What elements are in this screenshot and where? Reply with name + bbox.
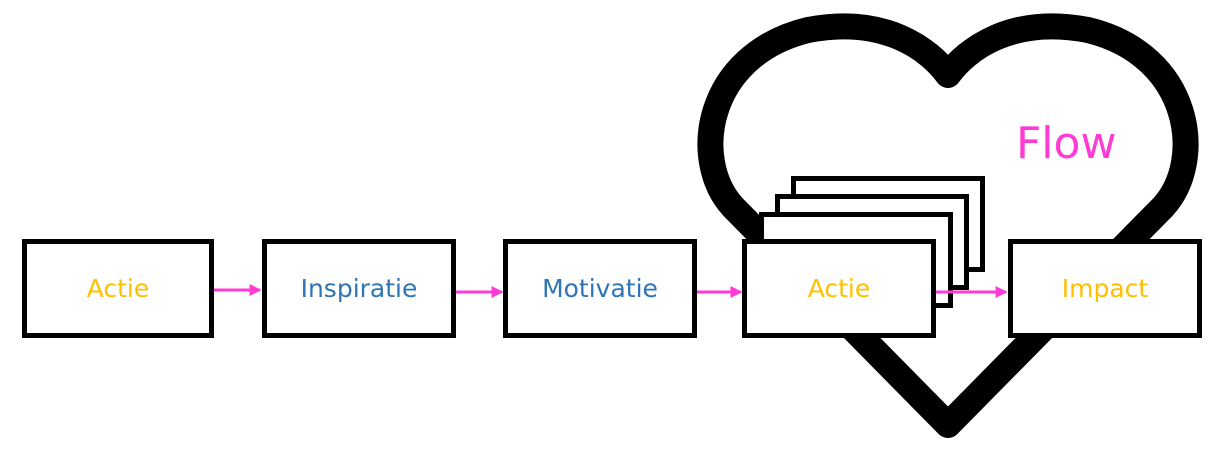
step-label: Motivatie bbox=[542, 274, 658, 303]
flow-label: Flow bbox=[1016, 118, 1117, 169]
step-box-impact: Impact bbox=[1008, 239, 1202, 338]
step-box-inspiratie: Inspiratie bbox=[262, 239, 456, 338]
step-label: Actie bbox=[807, 274, 871, 303]
step-box-motivatie: Motivatie bbox=[503, 239, 697, 338]
step-box-actie: Actie bbox=[22, 239, 214, 338]
step-label: Inspiratie bbox=[300, 274, 418, 303]
step-label: Actie bbox=[86, 274, 150, 303]
step-label: Impact bbox=[1061, 274, 1149, 303]
step-box-actie-flow: Actie bbox=[742, 239, 936, 338]
